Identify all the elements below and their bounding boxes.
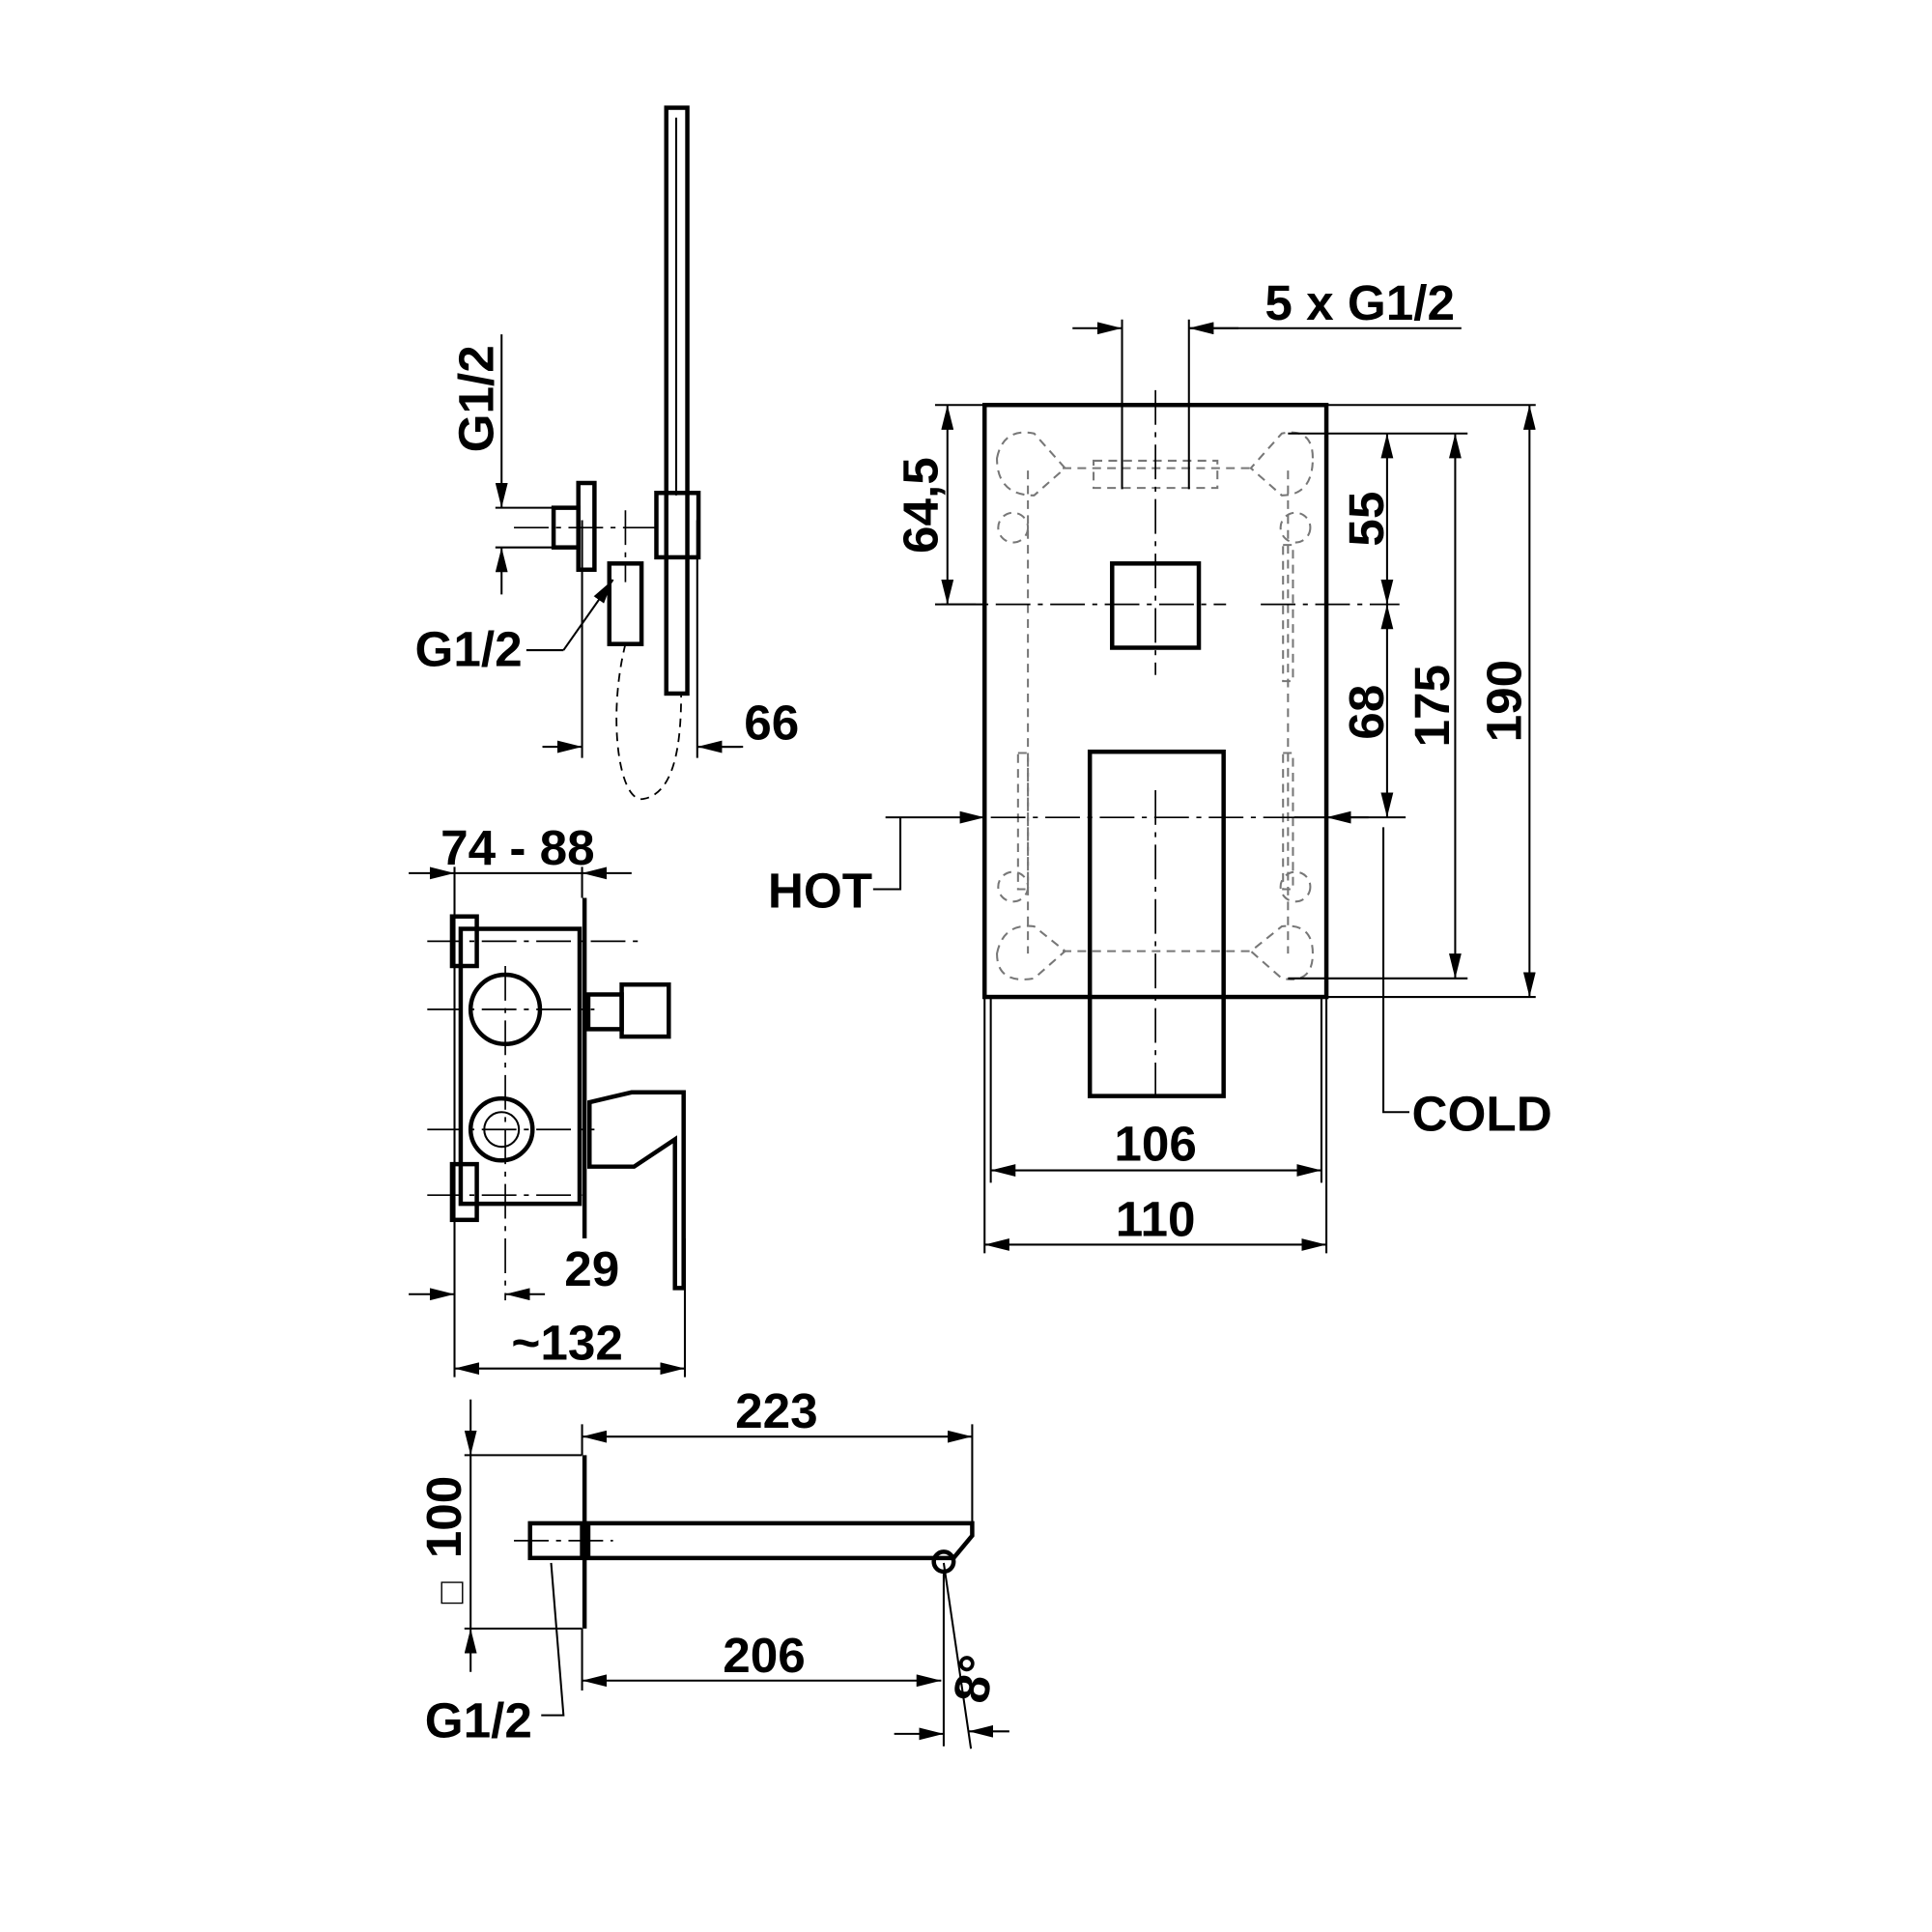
diverter-knob-side: [619, 981, 671, 1039]
hand-shower-view: G1/2 G1/2 66: [414, 105, 799, 800]
valve-body: [458, 926, 582, 1207]
hot-label: HOT: [768, 864, 872, 919]
mixer-lever-side: [587, 1090, 686, 1291]
dim-length: 223: [735, 1383, 818, 1438]
inlet-thread: G1/2: [448, 345, 503, 452]
dim-inner-width: 106: [1114, 1116, 1197, 1171]
dim-inner-height: 175: [1405, 665, 1460, 748]
shower-hose: [615, 643, 683, 800]
diverter-stem: [585, 992, 624, 1032]
cold-label: COLD: [1412, 1087, 1552, 1142]
spout: [585, 1520, 975, 1561]
dim-top-offset: 64,5: [894, 457, 949, 554]
connections-label: 5 x G1/2: [1264, 275, 1455, 330]
side-view: 74 - 88 29 ~132: [409, 820, 686, 1378]
dim-projection: 206: [723, 1628, 806, 1683]
dim-outer-width: 110: [1116, 1191, 1196, 1246]
shower-bracket: [654, 491, 701, 560]
angle-label: 8°: [943, 1651, 1006, 1707]
square-symbol: □: [430, 1580, 471, 1604]
dim-offset: 29: [564, 1241, 619, 1296]
spout-thread: G1/2: [425, 1693, 532, 1748]
dim-upper: 55: [1339, 492, 1394, 547]
wall-plate: [576, 480, 597, 572]
concealed-body-outline: [996, 431, 1315, 980]
dim-install-depth: 74 - 88: [440, 820, 595, 875]
dim-total-depth: ~132: [511, 1316, 622, 1371]
hose-thread: G1/2: [414, 622, 522, 677]
bottom-nut: [449, 1161, 479, 1223]
dim-plate: 100: [416, 1476, 471, 1559]
mixer-lever: [1087, 749, 1226, 1098]
hand-shower: [664, 105, 690, 696]
spout-view: 223 100 □ G1/2 206 8°: [416, 1383, 1009, 1749]
aerator: [931, 1549, 956, 1575]
dim-lower: 68: [1339, 685, 1394, 740]
front-view: 5 x G1/2 64,5 55 68 175 190 HOT COLD 106…: [768, 275, 1552, 1254]
dim-depth: 66: [744, 695, 799, 750]
dim-outer-height: 190: [1476, 660, 1531, 743]
